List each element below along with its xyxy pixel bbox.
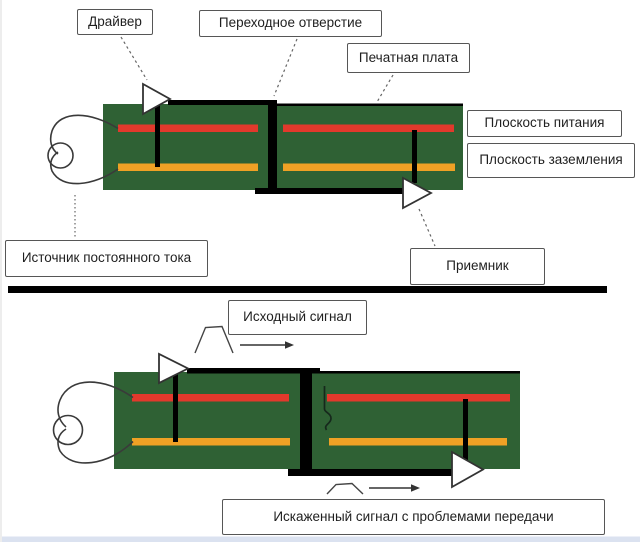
bottom-signal-trace bbox=[187, 368, 320, 374]
power-plane-label: Плоскость питания bbox=[467, 110, 622, 137]
receiver-label-text: Приемник bbox=[446, 258, 509, 274]
discontinuity-squiggle bbox=[323, 386, 332, 431]
bottom-ground-plane-right bbox=[329, 438, 507, 446]
pcb-label-text: Печатная плата bbox=[358, 49, 459, 65]
top-dc-source-circle bbox=[47, 142, 74, 169]
bottom-ground-plane-left bbox=[132, 438, 290, 446]
via-label: Переходное отверстие bbox=[199, 10, 382, 37]
leader-pcb bbox=[376, 74, 394, 103]
top-driver-triangle bbox=[142, 82, 172, 116]
top-bottom-trace bbox=[255, 188, 405, 194]
distorted-signal-pulse bbox=[326, 482, 364, 495]
original-signal-label: Исходный сигнал bbox=[228, 300, 367, 335]
bottom-dc-source-circle bbox=[52, 414, 84, 446]
top-receiver-triangle bbox=[402, 176, 433, 210]
original-signal-pulse bbox=[194, 325, 234, 354]
top-ground-plane-right bbox=[283, 163, 455, 171]
distorted-signal-arrowhead bbox=[411, 484, 420, 492]
bottom-power-plane-left bbox=[132, 394, 289, 402]
pcb-label: Печатная плата bbox=[347, 43, 470, 73]
top-diagram bbox=[47, 36, 463, 247]
bottom-via bbox=[300, 368, 312, 470]
top-board bbox=[103, 104, 463, 190]
top-receiver-stub-trace bbox=[412, 130, 417, 183]
top-power-plane-left bbox=[118, 124, 258, 132]
leader-driver bbox=[120, 36, 148, 81]
top-driver-stub-trace bbox=[155, 104, 160, 167]
top-via bbox=[268, 100, 277, 191]
bottom-driver-stub-trace bbox=[173, 373, 178, 442]
bottom-edge-strip bbox=[0, 536, 640, 542]
bottom-bottom-trace bbox=[288, 469, 455, 476]
driver-label-text: Драйвер bbox=[88, 13, 142, 29]
driver-label: Драйвер bbox=[77, 9, 153, 35]
leader-via bbox=[273, 38, 298, 97]
distorted-signal-label-text: Искаженный сигнал с проблемами передачи bbox=[273, 508, 554, 524]
receiver-label: Приемник bbox=[410, 248, 545, 285]
left-edge-strip bbox=[0, 0, 2, 542]
top-source-wire-upper bbox=[49, 114, 119, 155]
distorted-signal-label: Искаженный сигнал с проблемами передачи bbox=[222, 499, 605, 535]
bottom-board-top-edge-trace bbox=[312, 371, 520, 374]
bottom-diagram bbox=[52, 325, 520, 495]
dc-source-label-text: Источник постоянного тока bbox=[21, 250, 192, 266]
bottom-receiver-stub-trace bbox=[463, 399, 468, 464]
bottom-source-wire-upper bbox=[57, 381, 134, 428]
bottom-receiver-triangle bbox=[451, 450, 485, 489]
ground-plane-label-text: Плоскость заземления bbox=[479, 152, 623, 168]
top-signal-trace bbox=[168, 100, 277, 105]
top-power-plane-right bbox=[283, 124, 454, 132]
bottom-power-plane-right bbox=[327, 394, 510, 402]
original-signal-label-text: Исходный сигнал bbox=[243, 309, 352, 325]
bottom-source-wire-lower bbox=[57, 428, 134, 464]
top-ground-plane-left bbox=[118, 163, 258, 171]
ground-plane-label: Плоскость заземления bbox=[467, 143, 635, 178]
separator-line bbox=[8, 286, 607, 293]
top-board-top-edge-trace bbox=[277, 103, 463, 106]
dc-source-label: Источник постоянного тока bbox=[5, 240, 208, 277]
top-source-wire-lower bbox=[49, 151, 119, 185]
via-label-text: Переходное отверстие bbox=[218, 15, 363, 31]
bottom-driver-triangle bbox=[158, 352, 191, 385]
leader-receiver bbox=[418, 208, 436, 247]
original-signal-arrowhead bbox=[285, 341, 294, 349]
power-plane-label-text: Плоскость питания bbox=[484, 115, 605, 131]
